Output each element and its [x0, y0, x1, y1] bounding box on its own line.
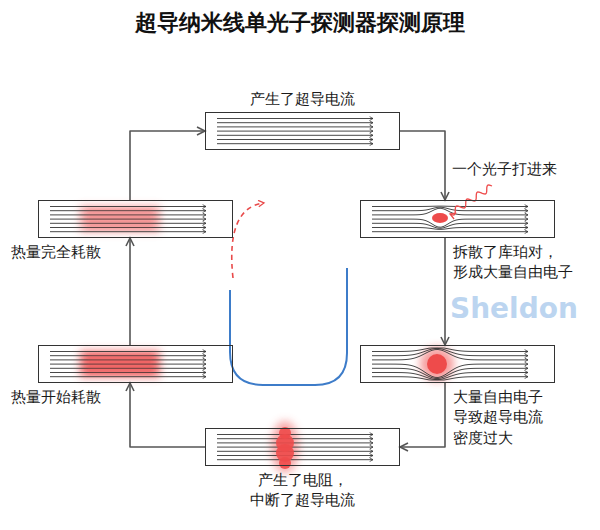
heat-band: [80, 351, 160, 377]
nanowire-panel: 热量开始耗散: [38, 345, 233, 383]
stage-caption: 热量开始耗散: [11, 387, 101, 407]
current-line: [217, 442, 373, 443]
panel-illustration: [50, 206, 206, 232]
heat-stripe: [88, 209, 152, 212]
current-line: [217, 451, 373, 452]
stage-caption: 拆散了库珀对， 形成大量自由电子: [453, 242, 573, 283]
current-line: [217, 122, 373, 123]
nanowire-panel: 产生了超导电流: [205, 112, 400, 150]
current-line: [50, 214, 206, 215]
heat-stripe: [88, 214, 152, 217]
hotspot: [427, 354, 447, 374]
panel-illustration: [217, 119, 373, 144]
cycle-connector: [130, 383, 205, 447]
current-line: [372, 377, 528, 380]
stage-caption: 热量完全耗散: [11, 242, 101, 262]
u-curve: [230, 268, 347, 385]
current-line: [217, 131, 373, 132]
cycle-connector: [130, 131, 205, 200]
current-line: [50, 219, 206, 220]
heat-stripe: [88, 372, 152, 375]
current-line: [217, 118, 373, 119]
current-line: [217, 143, 373, 144]
resistive-spot: [279, 457, 291, 469]
current-line: [372, 231, 528, 232]
panel-illustration: [50, 351, 206, 377]
nanowire-panel: 产生了电阻， 中断了超导电流: [205, 428, 400, 466]
diagram-title: 超导纳米线单光子探测器探测原理: [0, 8, 600, 38]
current-line: [50, 376, 206, 377]
stage-caption: 大量自由电子 导致超导电流 密度过大: [453, 387, 543, 448]
hotspot-glow: [420, 347, 454, 381]
heat-band: [80, 206, 160, 232]
current-line: [217, 455, 373, 456]
current-line: [50, 359, 206, 360]
current-line: [217, 438, 373, 439]
current-line: [372, 208, 528, 215]
stage-caption: 产生了超导电流: [250, 89, 355, 109]
current-line: [50, 351, 206, 352]
heat-stripe: [88, 359, 152, 362]
current-line: [372, 228, 528, 230]
current-line: [372, 348, 528, 355]
heat-stripe: [88, 368, 152, 371]
current-line: [372, 373, 528, 380]
hotspot: [432, 213, 448, 223]
current-line: [372, 348, 528, 352]
current-line: [217, 447, 373, 448]
cycle-arrow: [232, 203, 264, 278]
stage-caption: 产生了电阻， 中断了超导电流: [250, 470, 355, 511]
nanowire-panel: 大量自由电子 导致超导电流 密度过大: [360, 345, 555, 383]
heat-stripe: [88, 218, 152, 221]
current-line: [50, 231, 206, 232]
nanowire-panel: 拆散了库珀对， 形成大量自由电子: [360, 200, 555, 238]
current-line: [217, 126, 373, 127]
heat-stripe: [88, 227, 152, 230]
current-line: [372, 350, 528, 360]
cycle-connector: [444, 238, 446, 345]
current-line: [50, 206, 206, 207]
panel-illustration: [372, 185, 528, 232]
cycle-connector: [129, 238, 131, 345]
watermark: Sheldon: [450, 292, 578, 325]
current-line: [372, 364, 528, 377]
current-line: [217, 139, 373, 140]
current-line: [50, 364, 206, 365]
nanowire-panel: 热量完全耗散: [38, 200, 233, 238]
heat-stripe: [88, 223, 152, 226]
current-line: [217, 459, 373, 460]
cycle-connector: [400, 383, 445, 447]
current-line: [217, 135, 373, 136]
panel-illustration: [372, 347, 528, 381]
callout-text: 一个光子打进来: [452, 160, 557, 179]
current-line: [372, 206, 528, 207]
heat-stripe: [88, 354, 152, 357]
heat-stripe: [88, 363, 152, 366]
current-line: [372, 207, 528, 210]
current-line: [217, 434, 373, 435]
cycle-connector: [400, 131, 445, 200]
